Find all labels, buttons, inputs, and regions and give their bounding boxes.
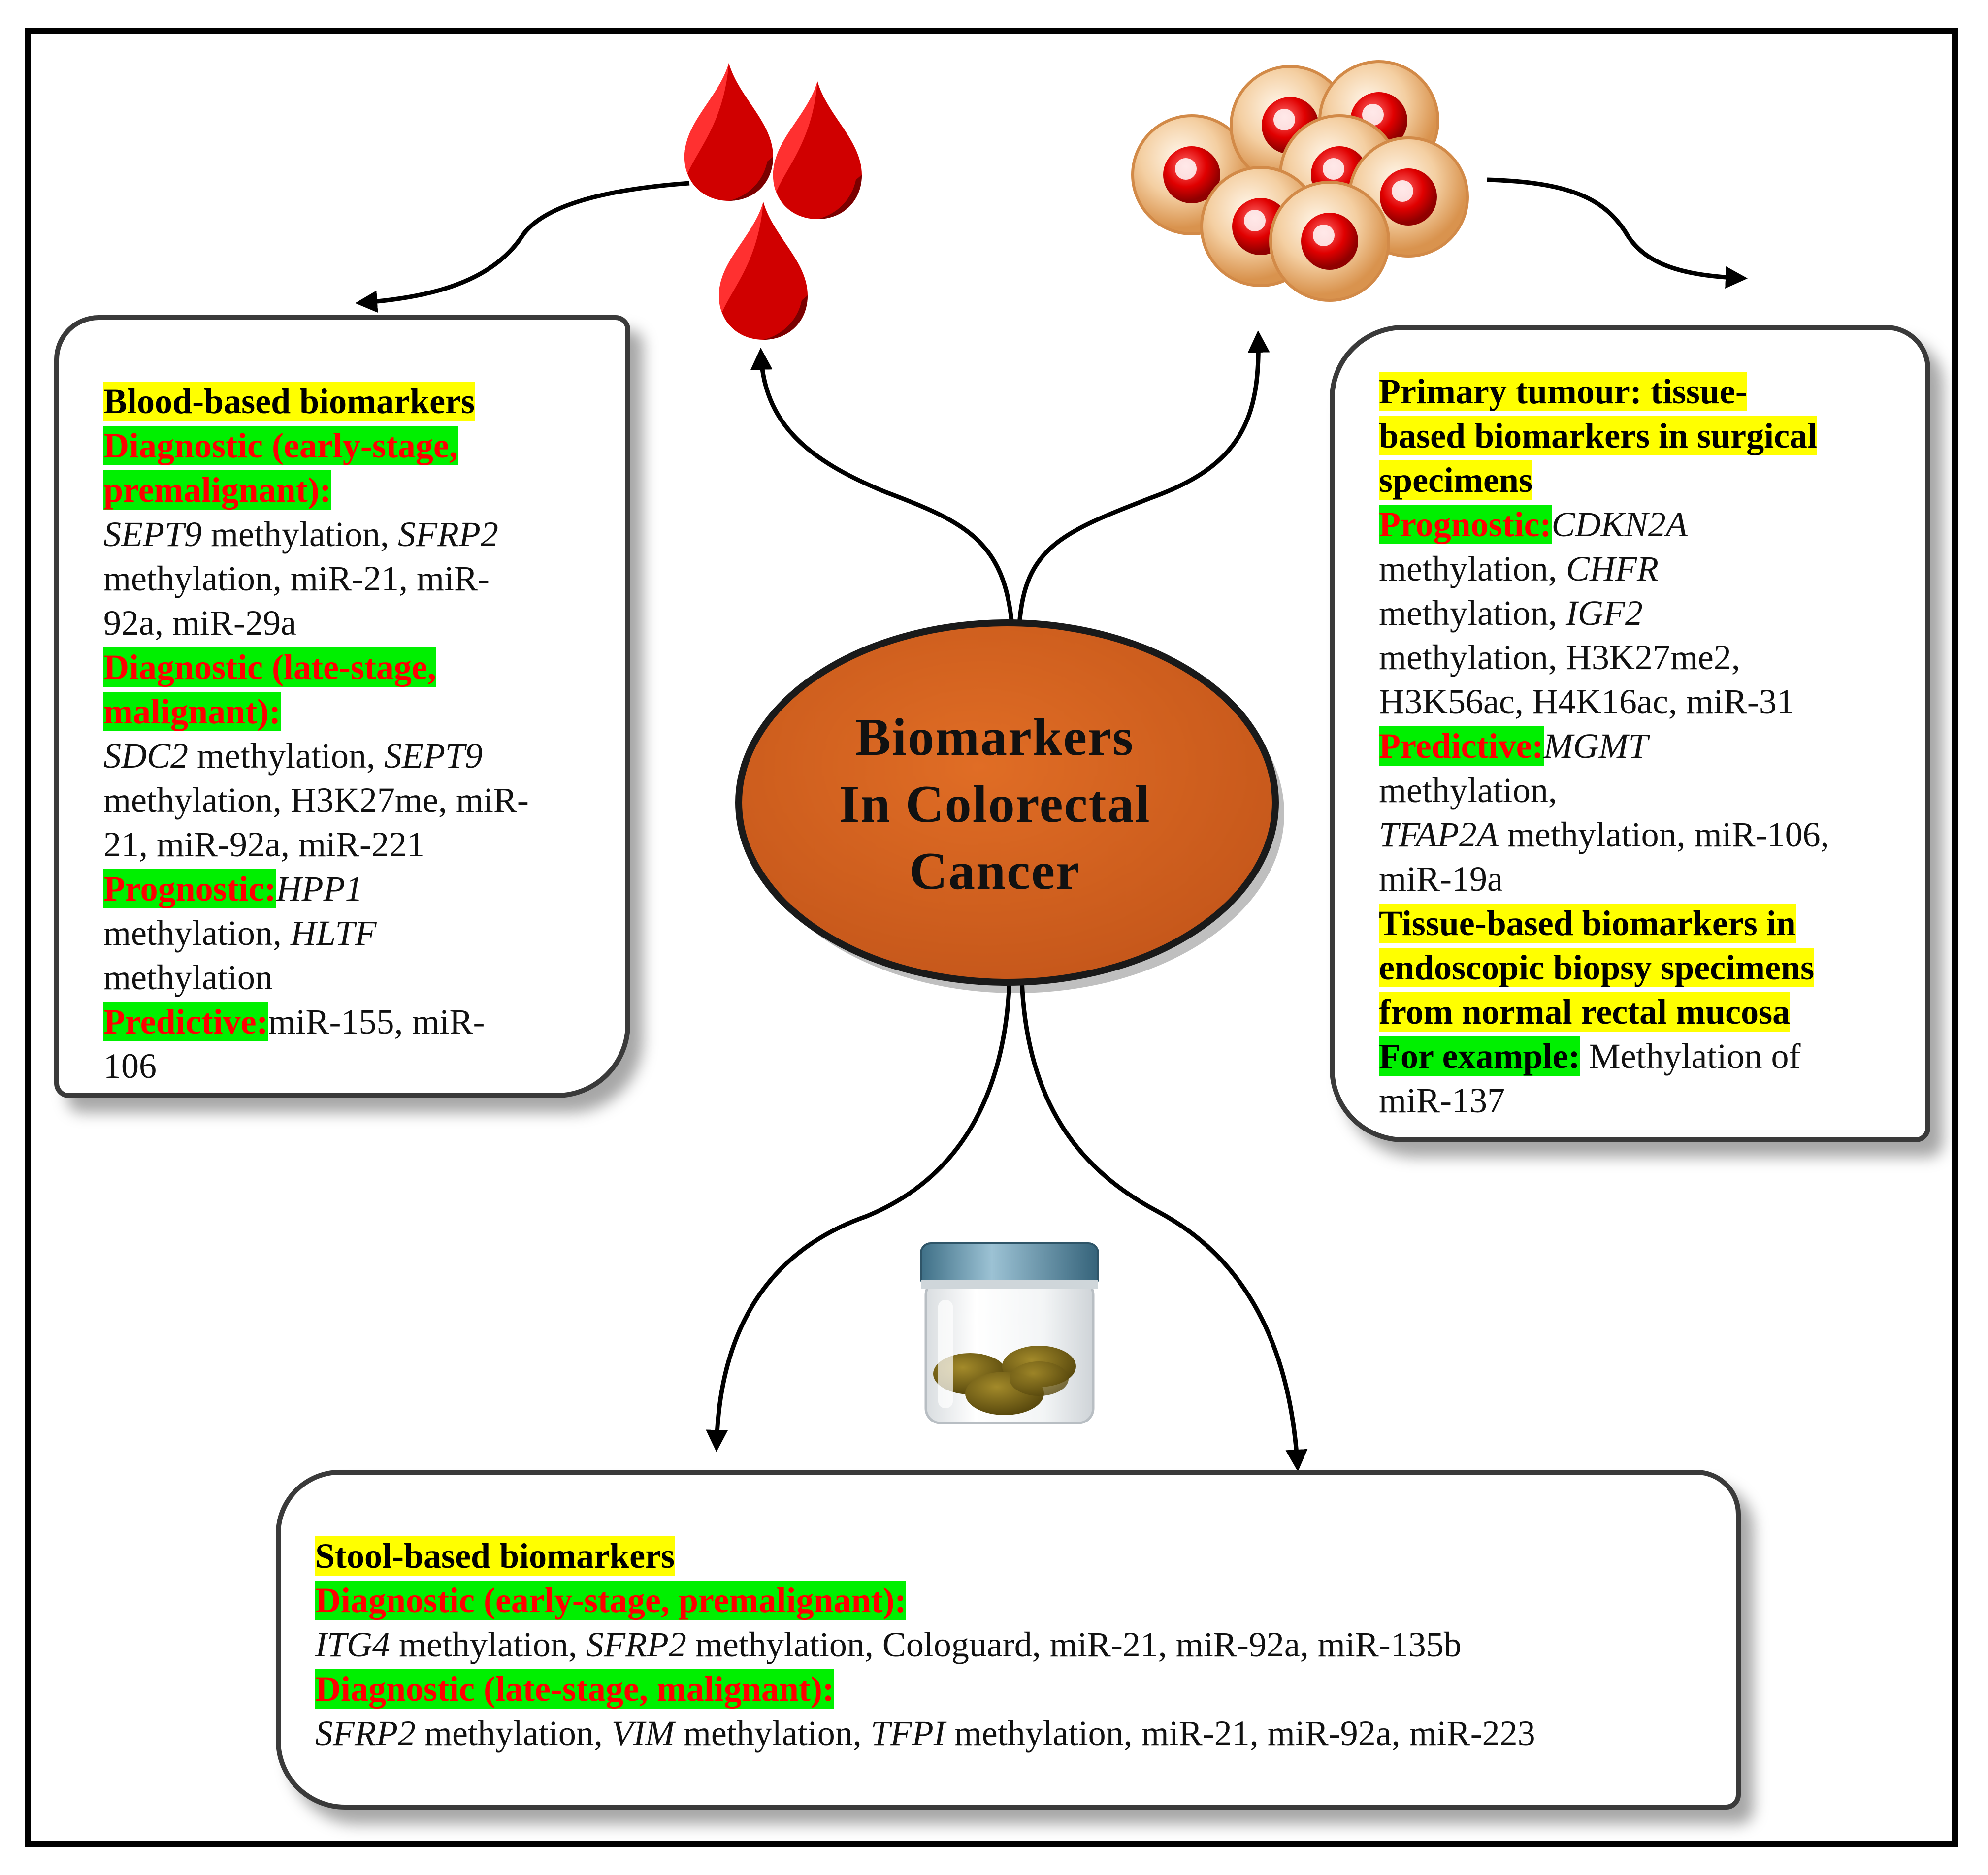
tissue-prog-text-1: methylation, <box>1379 549 1566 588</box>
stool-late-text-2: methylation, <box>674 1713 871 1753</box>
stool-late-gene-1: SFRP2 <box>315 1713 416 1753</box>
arrow-to-tissue-box <box>1487 177 1748 289</box>
stool-early-text-2: methylation, Cologuard, miR-21, miR-92a,… <box>686 1625 1462 1664</box>
arrow-center-to-tissue <box>1017 330 1270 626</box>
tissue-prog-gene-2: CHFR <box>1565 549 1659 588</box>
stool-late-text-1: methylation, <box>415 1713 612 1753</box>
blood-late-text-3: 21, miR-92a, miR-221 <box>103 825 424 864</box>
blood-prog-text-2: methylation <box>103 958 273 997</box>
tissue-example-text-2: miR-137 <box>1379 1081 1505 1120</box>
tissue-prognostic-label: Prognostic: <box>1379 505 1552 544</box>
tissue-heading-2: based biomarkers in surgical <box>1379 416 1818 455</box>
blood-diag-early-label: Diagnostic (early-stage, <box>103 426 458 465</box>
tissue-heading-3: specimens <box>1379 460 1532 500</box>
blood-prognostic-label: Prognostic: <box>103 869 276 908</box>
blood-late-gene-2: SEPT9 <box>384 736 483 776</box>
stool-diag-late-label: Diagnostic (late-stage, malignant): <box>315 1669 834 1709</box>
tissue-prog-text-3: methylation, H3K27me2, <box>1379 638 1740 677</box>
blood-biomarkers-box: Blood-based biomarkers Diagnostic (early… <box>54 315 630 1098</box>
blood-early-text-3: 92a, miR-29a <box>103 603 296 643</box>
blood-predictive-label: Predictive: <box>103 1002 268 1041</box>
arrow-to-blood-box <box>355 181 690 313</box>
arrow-center-to-blood <box>750 348 1014 626</box>
stool-jar-icon <box>920 1242 1099 1424</box>
blood-early-gene-2: SFRP2 <box>397 515 498 554</box>
blood-early-text-2: methylation, miR-21, miR- <box>103 559 489 598</box>
stool-heading: Stool-based biomarkers <box>315 1536 675 1576</box>
blood-drops-icon <box>684 63 862 340</box>
tissue-pred-text-1: methylation, <box>1379 771 1557 810</box>
tissue-heading-1: Primary tumour: tissue- <box>1379 372 1747 411</box>
tissue-prog-text-4: H3K56ac, H4K16ac, miR-31 <box>1379 682 1794 721</box>
blood-late-text-1: methylation, <box>188 736 384 776</box>
stool-diag-early-label: Diagnostic (early-stage, premalignant): <box>315 1581 907 1620</box>
connectors <box>355 177 1748 1472</box>
center-title-line-3: Cancer <box>909 842 1080 901</box>
stool-early-text-1: methylation, <box>390 1625 586 1664</box>
tissue-endoscopic-heading-2: endoscopic biopsy specimens <box>1379 948 1815 987</box>
center-title-line-1: Biomarkers <box>855 708 1134 767</box>
stool-late-gene-3: TFPI <box>870 1713 945 1753</box>
stool-biomarkers-box: Stool-based biomarkers Diagnostic (early… <box>276 1470 1741 1810</box>
stool-early-gene-1: ITG4 <box>315 1625 391 1664</box>
blood-early-text-1: methylation, <box>202 515 398 554</box>
tissue-example-label: For example: <box>1379 1036 1580 1076</box>
blood-heading: Blood-based biomarkers <box>103 382 475 421</box>
blood-diag-late-label: Diagnostic (late-stage, <box>103 647 436 687</box>
tissue-prog-gene-1: CDKN2A <box>1551 505 1688 544</box>
blood-prog-gene-1: HPP1 <box>276 869 363 908</box>
tissue-cells-icon <box>1131 60 1469 302</box>
tissue-example-text-1: Methylation of <box>1580 1036 1801 1076</box>
central-ellipse <box>735 619 1284 993</box>
stool-early-gene-2: SFRP2 <box>586 1625 686 1664</box>
tissue-pred-text-2: methylation, miR-106, <box>1498 815 1829 854</box>
blood-late-gene-1: SDC2 <box>103 736 189 776</box>
arrow-center-to-stool-left <box>706 979 1012 1452</box>
tissue-predictive-label: Predictive: <box>1379 726 1544 766</box>
stool-late-text-3: methylation, miR-21, miR-92a, miR-223 <box>945 1713 1535 1753</box>
blood-diag-late-label-2: malignant): <box>103 692 281 731</box>
tissue-endoscopic-heading-1: Tissue-based biomarkers in <box>1379 904 1796 943</box>
stool-late-gene-2: VIM <box>611 1713 675 1753</box>
blood-prog-text-1: methylation, <box>103 913 291 953</box>
tissue-prog-gene-3: IGF2 <box>1565 593 1643 633</box>
blood-pred-text-2: 106 <box>103 1046 157 1086</box>
tissue-pred-gene-2: TFAP2A <box>1379 815 1499 854</box>
tissue-biomarkers-box: Primary tumour: tissue- based biomarkers… <box>1330 325 1930 1142</box>
blood-prog-gene-2: HLTF <box>290 913 377 953</box>
tissue-prog-text-2: methylation, <box>1379 593 1566 633</box>
tissue-endoscopic-heading-3: from normal rectal mucosa <box>1379 992 1791 1032</box>
center-title: Biomarkers In Colorectal Cancer <box>778 704 1211 905</box>
arrow-center-to-stool-right <box>1019 979 1308 1472</box>
tissue-pred-text-3: miR-19a <box>1379 859 1503 899</box>
blood-diag-early-label-2: premalignant): <box>103 470 331 510</box>
blood-late-text-2: methylation, H3K27me, miR- <box>103 780 529 820</box>
blood-early-gene-1: SEPT9 <box>103 515 202 554</box>
blood-pred-text-1: miR-155, miR- <box>268 1002 485 1041</box>
center-title-line-2: In Colorectal <box>839 775 1151 834</box>
tissue-pred-gene-1: MGMT <box>1543 726 1648 766</box>
